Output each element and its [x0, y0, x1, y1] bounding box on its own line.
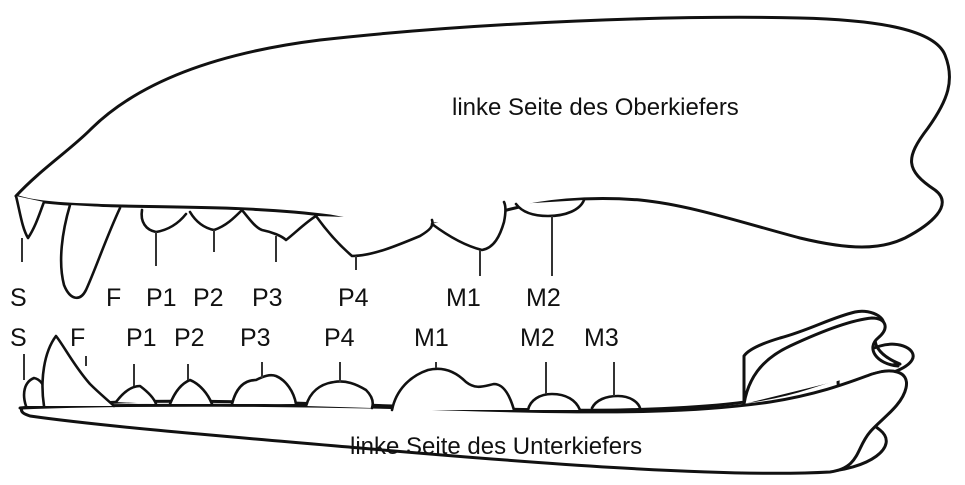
lower-p4-tooth	[304, 380, 375, 410]
upper-jaw: linke Seite des Oberkiefers	[14, 15, 952, 299]
upper-m2-tooth	[514, 198, 586, 218]
upper-label-p2: P2	[193, 284, 224, 312]
lower-label-p1: P1	[126, 324, 157, 352]
lower-jaw-ramus	[742, 316, 900, 406]
upper-f-tooth	[59, 203, 122, 299]
lower-p2-tooth	[168, 378, 214, 406]
upper-p4-tooth	[314, 214, 434, 258]
lower-label-p3: P3	[240, 324, 271, 352]
lower-label-p4: P4	[324, 324, 355, 352]
lower-p1-tooth	[114, 384, 158, 406]
upper-label-s: S	[10, 284, 27, 312]
lower-tooth-labels: S F P1 P2 P3 P4 M1 M2 M3	[10, 324, 619, 352]
lower-p3-tooth	[230, 373, 298, 406]
upper-jaw-caption: linke Seite des Oberkiefers	[452, 94, 739, 121]
upper-label-p3: P3	[252, 284, 283, 312]
upper-label-m1: M1	[446, 284, 481, 312]
upper-s-tooth	[14, 194, 46, 240]
upper-p3-tooth	[240, 208, 318, 242]
lower-label-m2: M2	[520, 324, 555, 352]
lower-m1-tooth	[390, 367, 516, 412]
upper-label-f: F	[106, 284, 121, 312]
upper-label-m2: M2	[526, 284, 561, 312]
lower-jaw-caption: linke Seite des Unterkiefers	[350, 433, 642, 460]
lower-m3-tooth	[590, 394, 642, 410]
lower-label-m3: M3	[584, 324, 619, 352]
lower-m2-tooth	[526, 392, 582, 412]
upper-tooth-labels: S F P1 P2 P3 P4 M1 M2	[10, 284, 561, 312]
lower-label-m1: M1	[414, 324, 449, 352]
upper-m1-tooth	[430, 200, 507, 252]
upper-p1-tooth	[140, 208, 188, 234]
lower-label-s: S	[10, 324, 27, 352]
lower-label-p2: P2	[174, 324, 205, 352]
upper-label-p4: P4	[338, 284, 369, 312]
lower-label-f: F	[70, 324, 85, 352]
upper-label-p1: P1	[146, 284, 177, 312]
upper-p2-tooth	[188, 208, 244, 232]
lower-f-tooth	[41, 334, 116, 408]
lower-jaw: linke Seite des Unterkiefers	[18, 309, 915, 475]
